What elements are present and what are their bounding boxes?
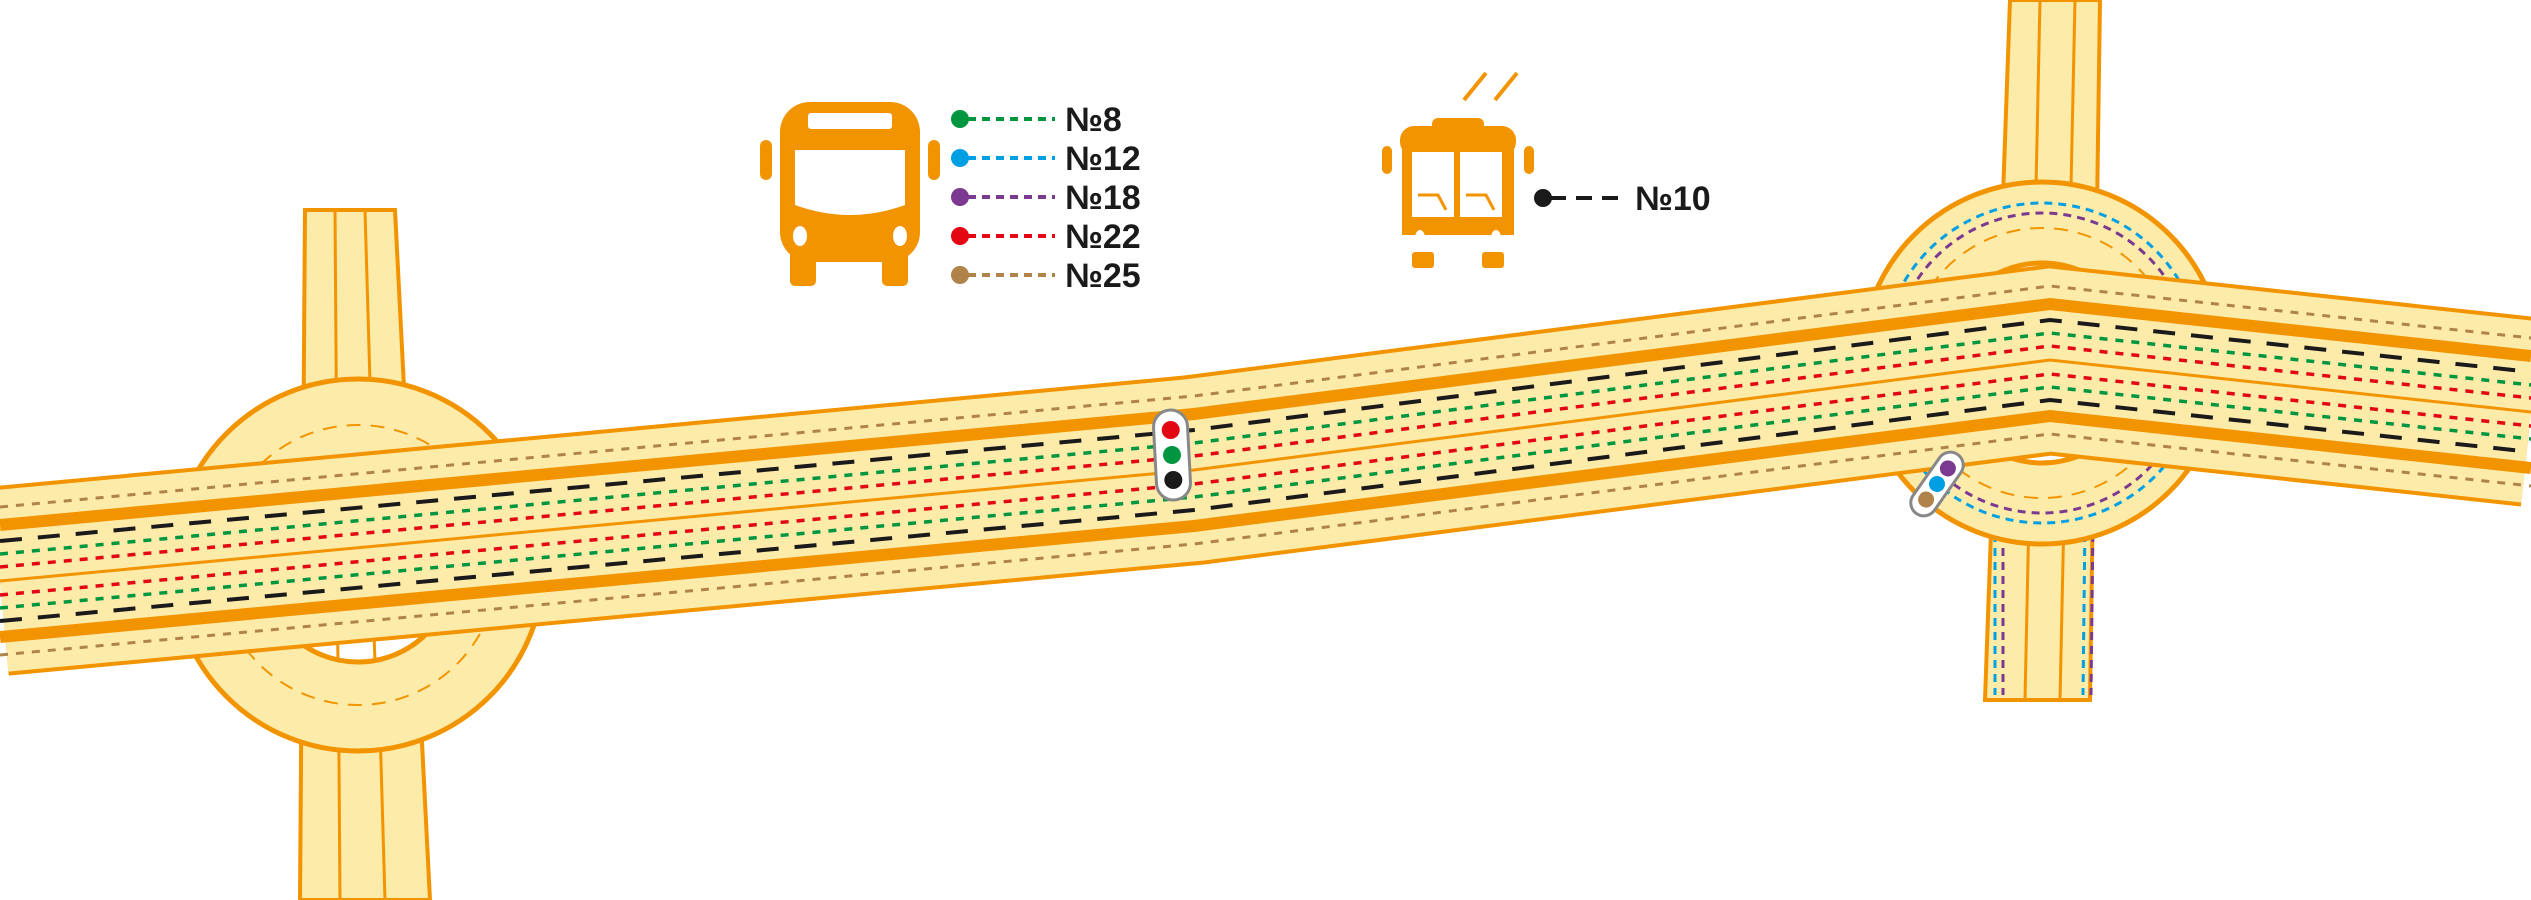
bus-stop-main[interactable]	[1152, 408, 1192, 502]
legend-item-8: №8	[951, 101, 1122, 139]
legend-label-10: №10	[1635, 180, 1711, 218]
stop-dot-18	[1939, 460, 1956, 477]
bus-icon	[760, 102, 940, 286]
legend-item-18: №18	[951, 179, 1141, 217]
legend-item-25: №25	[951, 257, 1141, 295]
legend-label-12: №12	[1065, 140, 1141, 178]
stop-dot-10	[1164, 470, 1183, 489]
legend-label-8: №8	[1065, 101, 1122, 139]
stop-dot-22	[1161, 421, 1180, 440]
legend-label-18: №18	[1065, 179, 1141, 217]
legend-item-12: №12	[951, 140, 1141, 178]
bus-stop-roundabout[interactable]	[1906, 447, 1969, 521]
legend-label-22: №22	[1065, 218, 1141, 256]
legend-label-25: №25	[1065, 257, 1141, 295]
stop-dot-25	[1918, 491, 1935, 508]
bus-legend: №8 №12 №18 №22 №25	[951, 101, 1141, 295]
stop-dot-12	[1929, 476, 1945, 492]
trolleybus-icon	[1382, 71, 1534, 268]
legend-item-22: №22	[951, 218, 1141, 256]
trolleybus-legend: №10	[1534, 180, 1711, 218]
stop-dot-8	[1163, 446, 1181, 464]
